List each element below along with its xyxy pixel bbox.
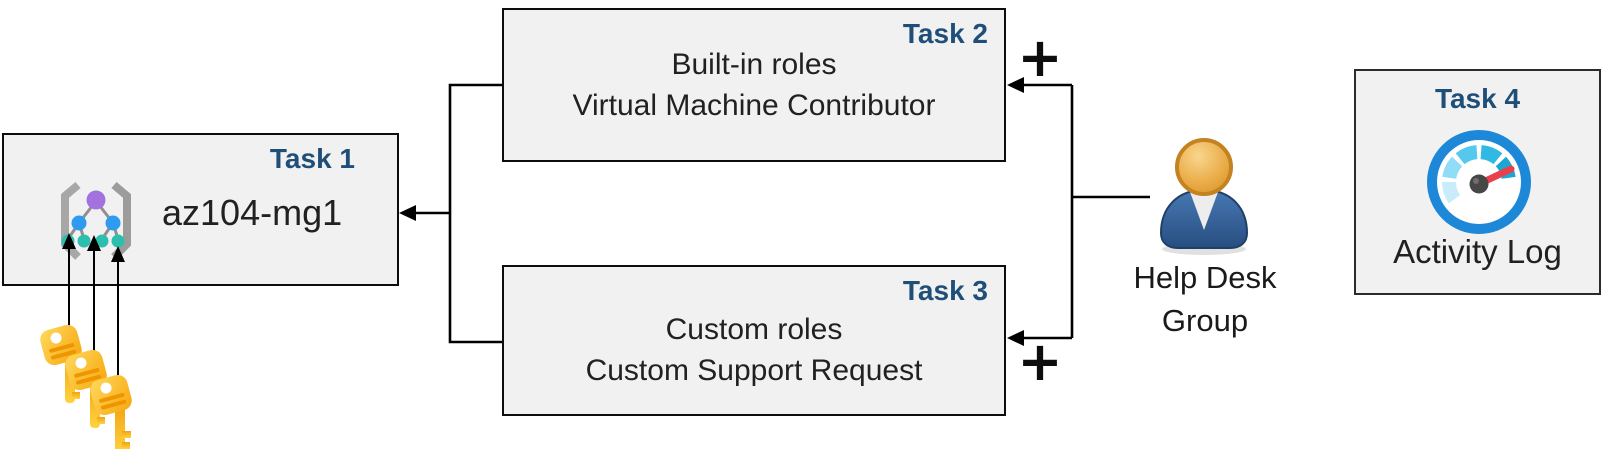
task1-box: Task 1 az104-mg1 <box>2 133 399 286</box>
help-desk-group-line1: Help Desk <box>1133 260 1277 295</box>
task1-title: az104-mg1 <box>162 192 343 233</box>
task3-line1: Custom roles <box>665 313 843 346</box>
task2-box: Task 2 Built-in roles Virtual Machine Co… <box>502 8 1006 162</box>
activity-log-gauge-icon <box>1427 130 1531 234</box>
arrowhead-into-task1 <box>399 205 416 221</box>
task3-label: Task 3 <box>902 275 988 306</box>
help-desk-group-line2: Group <box>1161 303 1249 338</box>
plus-sign-task2: + <box>1017 26 1063 89</box>
task3-box: Task 3 Custom roles Custom Support Reque… <box>502 265 1006 416</box>
task2-line1: Built-in roles <box>671 48 837 81</box>
management-group-icon <box>61 181 131 260</box>
task4-label: Task 4 <box>1434 83 1521 114</box>
task4-box: Task 4 Activity Log <box>1354 69 1601 295</box>
task1-label: Task 1 <box>269 143 355 174</box>
access-keys-icon <box>37 322 135 449</box>
user-person-icon <box>1159 138 1249 255</box>
task2-text: Built-in roles Virtual Machine Contribut… <box>504 44 1004 126</box>
left-bracket-line <box>448 83 502 344</box>
task2-line2: Virtual Machine Contributor <box>572 89 936 122</box>
help-desk-group-label: Help Desk Group <box>1100 256 1310 342</box>
task2-label: Task 2 <box>902 18 988 49</box>
task4-title: Activity Log <box>1393 233 1562 270</box>
plus-sign-task3: + <box>1017 330 1063 393</box>
task3-line2: Custom Support Request <box>585 354 923 387</box>
task3-text: Custom roles Custom Support Request <box>504 309 1004 391</box>
